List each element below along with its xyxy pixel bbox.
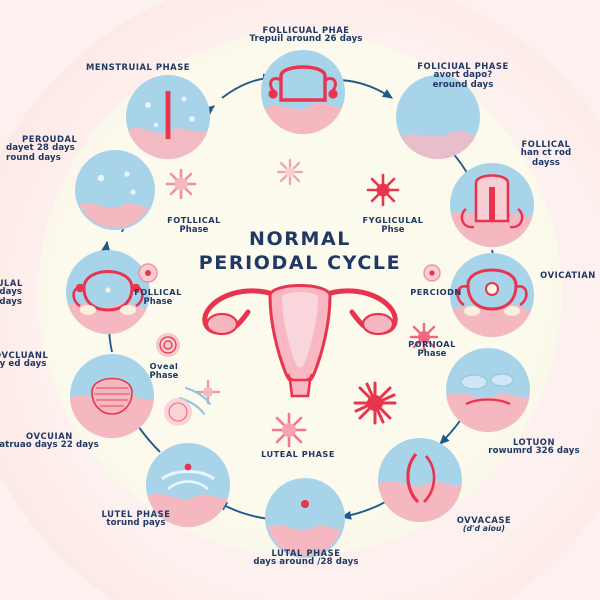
label-lutal-phase-bottom: LUTAL PHASE days around /28 days bbox=[253, 548, 359, 568]
label-lutel-phase-bottom-left: LUTEL PHASE torund pays bbox=[101, 509, 171, 529]
label-ovvacase-bottom-right: Ovvacase (d'd aiou) bbox=[456, 515, 512, 534]
stage-circle bbox=[450, 163, 534, 247]
label-oveal-phase-inner: Oveal Phase bbox=[149, 361, 179, 381]
uterus-illustration bbox=[202, 284, 398, 398]
flower-icons bbox=[138, 158, 441, 448]
label-ovicatian-right: OVICATIAN bbox=[540, 270, 596, 280]
stage-circle bbox=[265, 478, 345, 558]
stage-circle bbox=[396, 75, 480, 159]
stage-circle bbox=[66, 250, 150, 334]
label-fotllical-phase-inner: FOTLLICAL Phase bbox=[167, 215, 221, 235]
stage-circle bbox=[126, 75, 210, 159]
label-culal-left: CULAL d days d days bbox=[0, 278, 23, 308]
label-follical-right: FOLLICAL han ct rod dayss bbox=[520, 139, 572, 169]
label-lotuon-bottom-right: LOTUON rowumrd 326 days bbox=[488, 437, 580, 457]
title-line-1: NORMAL bbox=[248, 228, 351, 250]
label-ovcluanl-left: OVCLUANL ay ed days bbox=[0, 350, 49, 370]
stage-circle bbox=[450, 253, 534, 337]
page-title: NORMAL PERIODAL CYCLE bbox=[0, 228, 600, 274]
stage-circle bbox=[261, 50, 345, 134]
label-peroudal-top-left: PEROUDAL dayet 28 days round days bbox=[6, 134, 78, 164]
label-follical-phase-inner: FOLLICAL Phase bbox=[134, 287, 182, 307]
stage-circle bbox=[70, 354, 154, 438]
label-luteal-phase-inner: LUTEAL PHASE bbox=[261, 449, 335, 459]
title-line-2: PERIODAL CYCLE bbox=[198, 252, 402, 274]
stage-circle bbox=[446, 348, 530, 432]
label-perciodn-inner: PERCIODN bbox=[410, 287, 462, 297]
label-poriioal-phase-inner: PORIIOAL Phase bbox=[408, 339, 456, 359]
stage-circle bbox=[146, 443, 230, 527]
stage-circle bbox=[75, 150, 155, 230]
label-menstruial-phase-top-left: MENSTRUIAL PHASE bbox=[85, 62, 191, 72]
stage-circle bbox=[378, 438, 462, 522]
label-ovcuian-left-bottom: OVCUIAN /atruao days 22 days bbox=[0, 431, 99, 451]
label-follicual-phae-top: FOLLICUAL PHAE Trepuil around 26 days bbox=[249, 25, 363, 45]
label-fyglicular-phse-inner: FYGLICULAL Phse bbox=[362, 215, 424, 235]
label-folliciual-phase-top-right: FOLICIUAL PHASE avort dapo? eround days bbox=[417, 61, 509, 91]
